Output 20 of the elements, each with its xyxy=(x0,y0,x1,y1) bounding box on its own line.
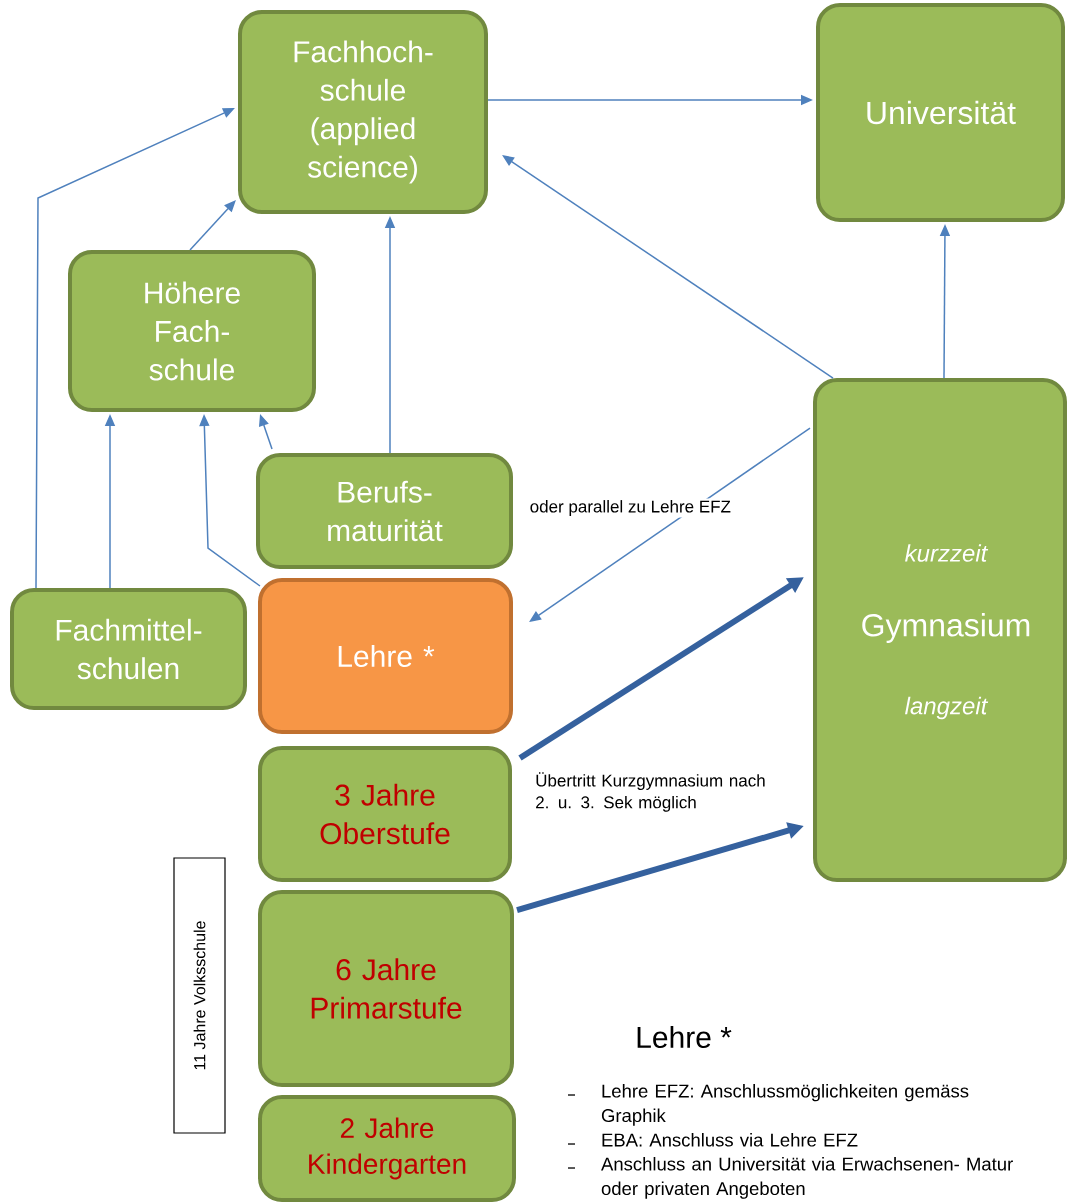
arrow xyxy=(529,427,811,622)
edge-label: oder parallel zu Lehre EFZ xyxy=(528,498,733,518)
note-text: Übertritt Kurzgymnasium nach 2. u. 3. Sek möglich xyxy=(536,772,765,812)
list-item: EBA: Anschluss via Lehre EFZ xyxy=(602,1133,858,1147)
list-item: Lehre EFZ: Anschlussmöglichkeiten gemäss Graphik xyxy=(601,1084,969,1126)
arrow xyxy=(189,200,236,251)
rounded-box: Berufs- maturität xyxy=(256,453,513,569)
rounded-box: kurzzeit Gymnasium langzeit xyxy=(813,378,1067,882)
rounded-box: Höhere Fach- schule xyxy=(68,250,316,412)
list-item: Anschluss an Universität via Erwachsenen- Matur oder privaten Angeboten xyxy=(601,1157,1013,1199)
note-heading: Lehre * xyxy=(637,1026,732,1049)
arrow xyxy=(502,155,834,379)
rounded-box: Universität xyxy=(816,3,1065,222)
text-box: 11 Jahre Volksschule xyxy=(173,857,226,1134)
rounded-box: 2 Jahre Kindergarten xyxy=(258,1095,516,1202)
rounded-box: Fachhoch- schule (applied science) xyxy=(238,10,488,214)
rounded-box: Lehre * xyxy=(258,578,513,734)
rounded-box: 6 Jahre Primarstufe xyxy=(258,890,514,1087)
rounded-box: 3 Jahre Oberstufe xyxy=(258,746,512,882)
rounded-box: Fachmittel- schulen xyxy=(10,588,247,710)
